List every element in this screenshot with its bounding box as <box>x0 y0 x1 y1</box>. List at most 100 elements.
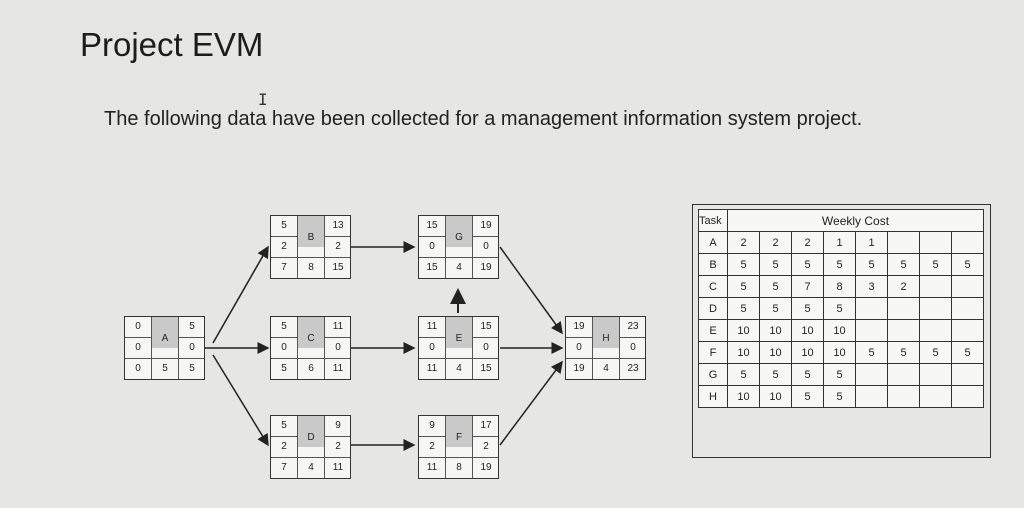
node-f-slack: 2 <box>483 441 489 452</box>
cost-cell: 10 <box>791 341 824 364</box>
task-cell: F <box>698 341 728 364</box>
cost-cell: 2 <box>727 231 760 254</box>
node-f-id: F <box>446 428 472 447</box>
cost-cell <box>855 297 888 320</box>
node-f-dur: 8 <box>456 462 462 473</box>
cost-cell: 5 <box>823 297 856 320</box>
node-d-ef: 9 <box>335 420 341 431</box>
node-b-ef: 13 <box>332 220 344 231</box>
node-g-es: 15 <box>426 220 438 231</box>
node-d-lf: 11 <box>332 462 344 473</box>
node-g-lf: 19 <box>480 262 492 273</box>
node-g-dur: 4 <box>456 262 462 273</box>
node-g: 15 19 0 G 0 15 4 19 <box>418 215 499 279</box>
node-h-es: 19 <box>573 321 585 332</box>
node-a-es: 0 <box>135 321 141 332</box>
cost-cell <box>855 319 888 342</box>
task-cell: D <box>698 297 728 320</box>
header-weekly-cost: Weekly Cost <box>727 209 984 232</box>
cost-cell: 5 <box>919 253 952 276</box>
cost-cell <box>887 363 920 386</box>
node-a-ef: 5 <box>189 321 195 332</box>
node-b: 5 13 2 B 2 7 8 15 <box>270 215 351 279</box>
node-c-dur: 6 <box>308 363 314 374</box>
description-text: The following data have been collected f… <box>104 108 863 130</box>
node-h-id: H <box>593 329 619 348</box>
cost-cell: 5 <box>727 363 760 386</box>
node-h-slack: 0 <box>630 342 636 353</box>
node-d-ls: 7 <box>281 462 287 473</box>
cost-cell <box>919 319 952 342</box>
node-f-lf: 19 <box>480 462 492 473</box>
cost-cell: 5 <box>727 253 760 276</box>
node-f-ls: 11 <box>426 462 438 473</box>
node-h-dur: 4 <box>603 363 609 374</box>
cost-cell: 5 <box>791 363 824 386</box>
node-d-id: D <box>298 428 324 447</box>
cost-cell <box>951 231 984 254</box>
node-d-es: 5 <box>281 420 287 431</box>
node-b-id: B <box>298 228 324 247</box>
cost-cell: 10 <box>759 385 792 408</box>
node-c-lf: 11 <box>332 363 344 374</box>
node-e-ls: 11 <box>426 363 438 374</box>
node-c: 5 11 0 C 0 5 6 11 <box>270 316 351 380</box>
cost-cell <box>951 363 984 386</box>
cost-cell <box>855 363 888 386</box>
node-a-dur: 5 <box>162 363 168 374</box>
cost-cell: 5 <box>759 297 792 320</box>
cost-cell: 5 <box>791 385 824 408</box>
cost-cell: 5 <box>951 253 984 276</box>
node-g-id: G <box>446 228 472 247</box>
page-title: Project EVM <box>80 26 264 63</box>
cost-cell <box>887 297 920 320</box>
node-a-slack: 0 <box>189 342 195 353</box>
node-b-es: 5 <box>281 220 287 231</box>
node-e-ef: 15 <box>480 321 492 332</box>
cost-cell: 2 <box>887 275 920 298</box>
cost-cell: 5 <box>919 341 952 364</box>
node-e-es: 11 <box>426 321 438 332</box>
node-h-ls: 19 <box>573 363 585 374</box>
node-e-ls-left: 0 <box>429 342 435 353</box>
node-b-slack: 2 <box>335 241 341 252</box>
node-h-ls-left: 0 <box>576 342 582 353</box>
cost-cell: 5 <box>759 253 792 276</box>
arrow-g-h <box>499 246 563 335</box>
node-a: 0 5 0 A 0 0 5 5 <box>124 316 205 380</box>
cost-cell: 5 <box>791 297 824 320</box>
node-e: 11 15 0 E 0 11 4 15 <box>418 316 499 380</box>
cost-cell: 2 <box>759 231 792 254</box>
node-e-dur: 4 <box>456 363 462 374</box>
cost-cell: 5 <box>791 253 824 276</box>
node-f-ef: 17 <box>480 420 492 431</box>
cost-cell: 8 <box>823 275 856 298</box>
node-e-lf: 15 <box>480 363 492 374</box>
text-cursor-icon: I <box>258 90 268 109</box>
node-c-ls: 5 <box>281 363 287 374</box>
node-g-ls-left: 0 <box>429 241 435 252</box>
cost-cell: 5 <box>855 253 888 276</box>
node-d-dur: 4 <box>308 462 314 473</box>
node-g-slack: 0 <box>483 241 489 252</box>
node-b-dur: 8 <box>308 262 314 273</box>
node-d-slack: 2 <box>335 441 341 452</box>
cost-cell: 5 <box>823 385 856 408</box>
node-g-ls: 15 <box>426 262 438 273</box>
cost-cell <box>887 231 920 254</box>
node-b-ls-left: 2 <box>281 241 287 252</box>
task-cell: B <box>698 253 728 276</box>
cost-cell: 3 <box>855 275 888 298</box>
cost-cell <box>951 319 984 342</box>
node-a-ls-left: 0 <box>135 342 141 353</box>
cost-cell: 10 <box>823 319 856 342</box>
cost-cell: 5 <box>727 297 760 320</box>
cost-cell <box>919 297 952 320</box>
